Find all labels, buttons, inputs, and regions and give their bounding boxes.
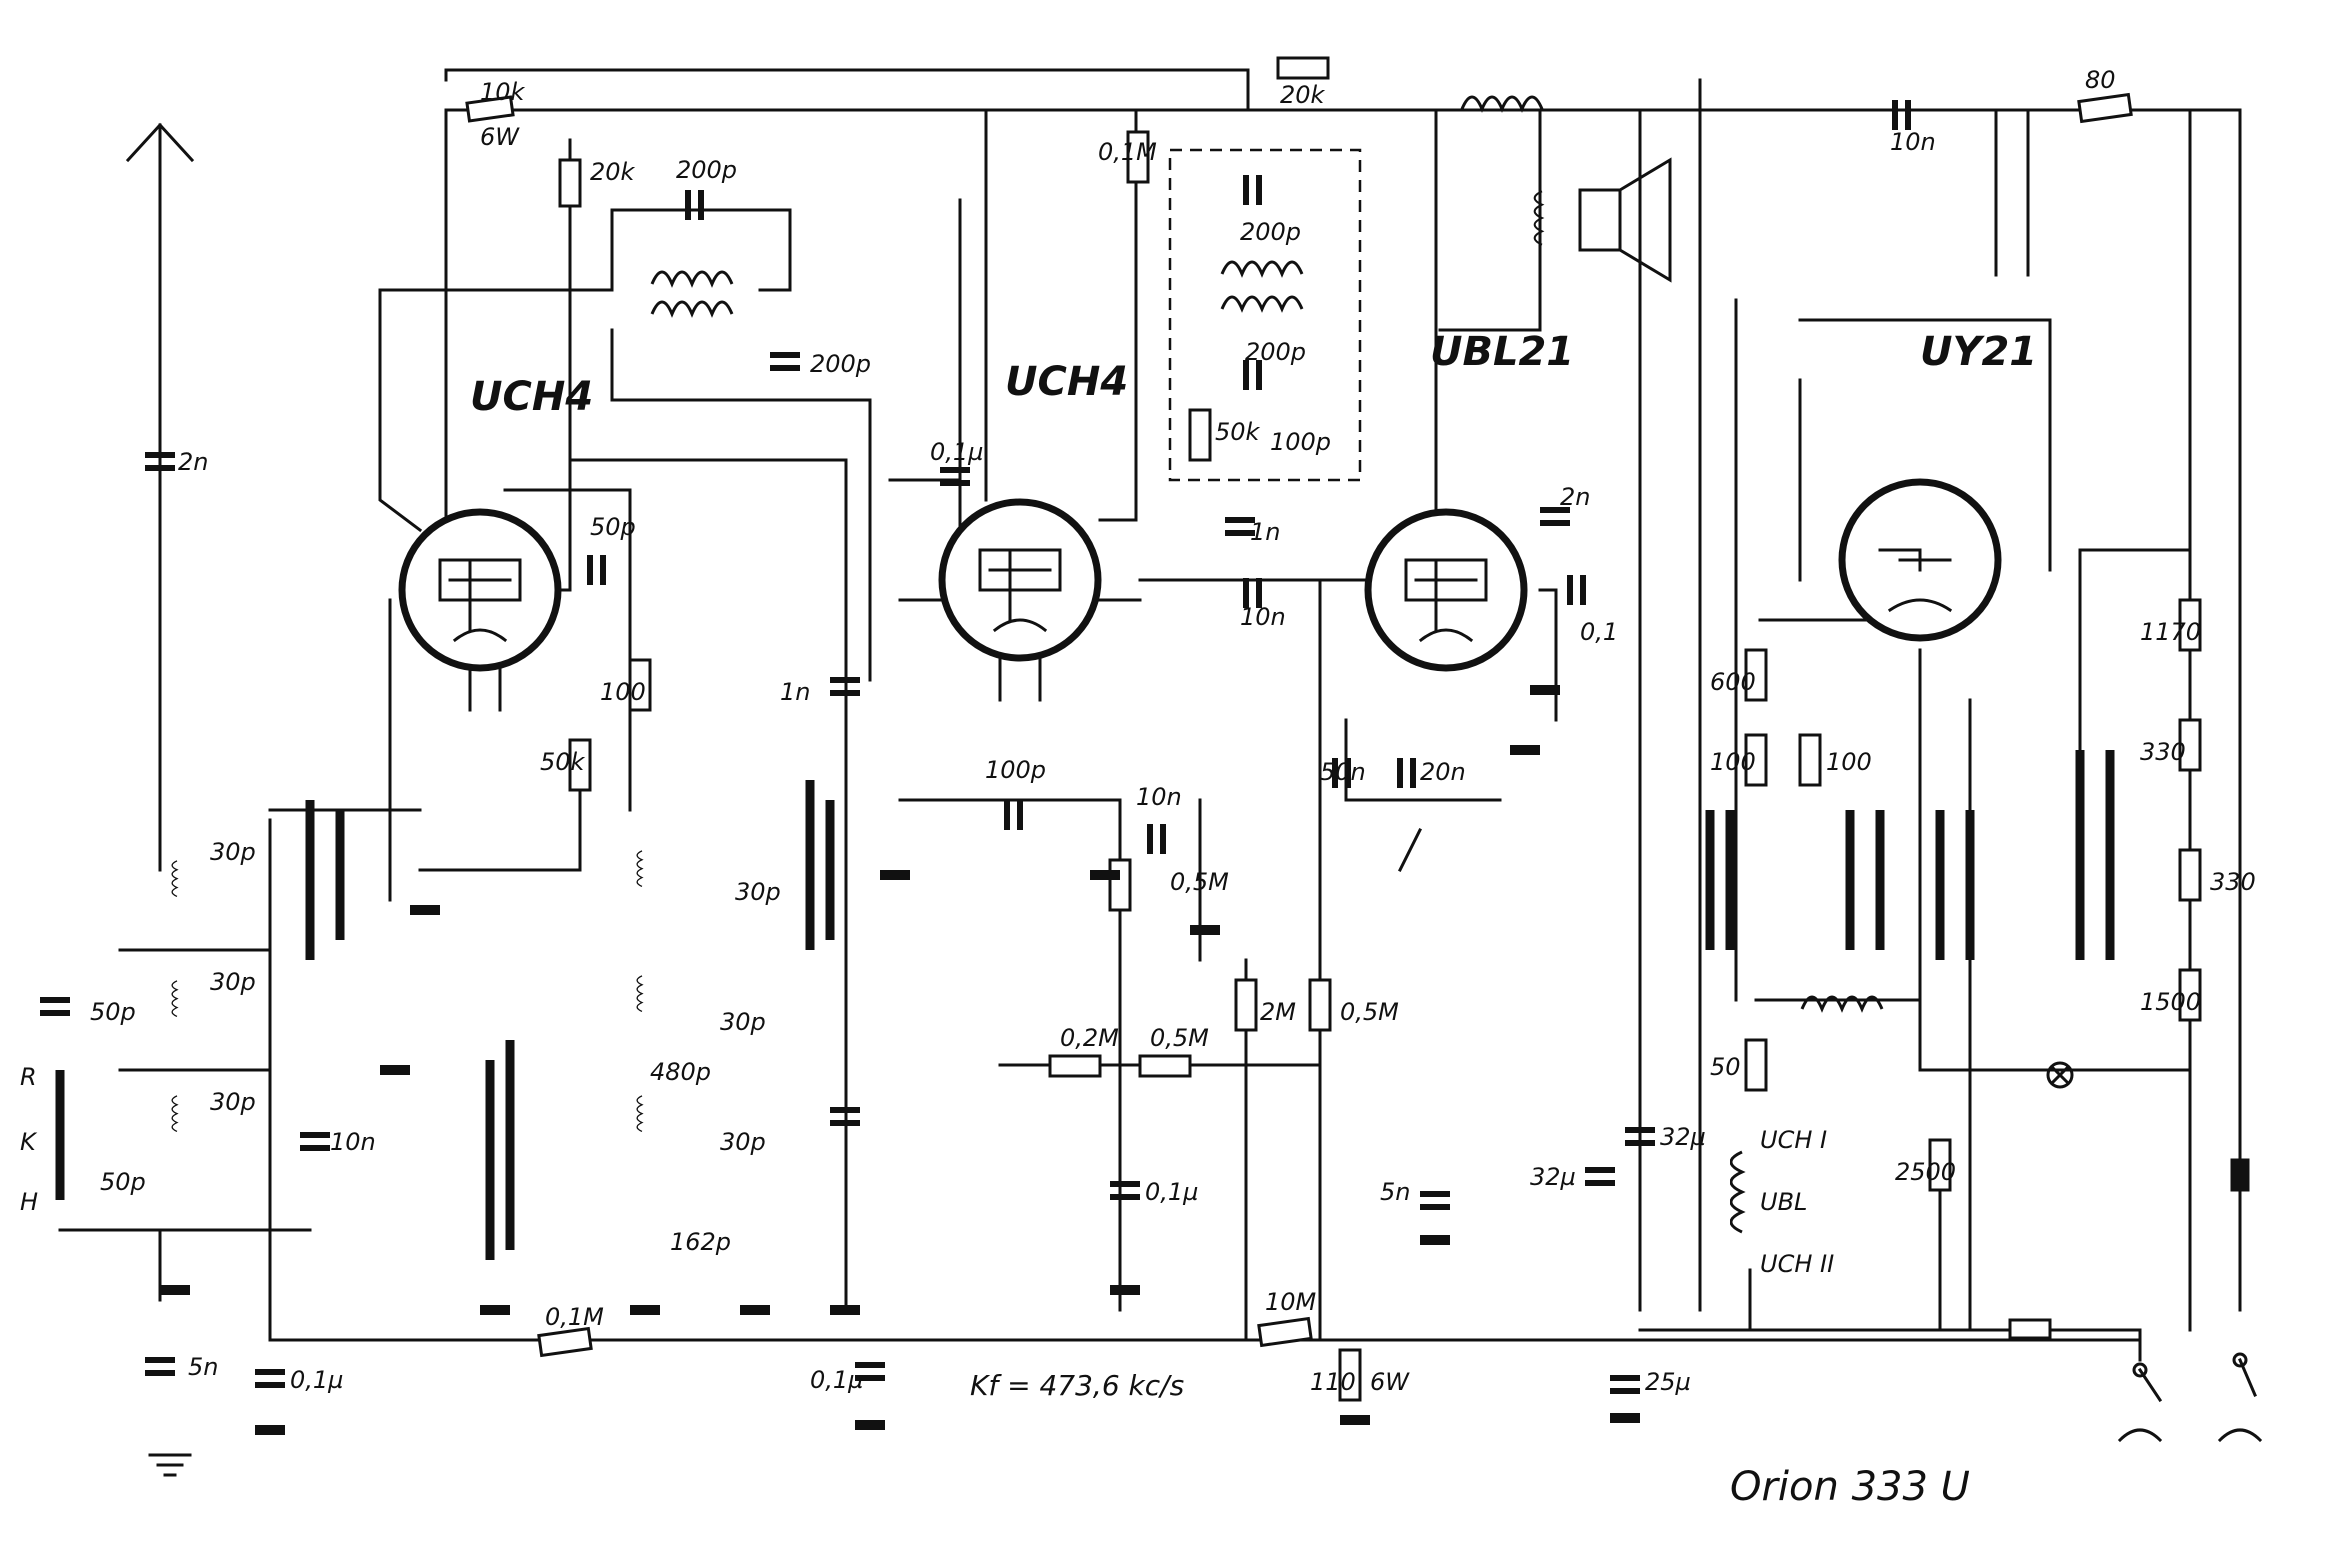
label-c-2n-b: 2n [1560, 483, 1590, 511]
label-c-5n-b: 5n [1380, 1178, 1410, 1206]
label-c-10n-d: 10n [1890, 128, 1936, 156]
mains-switches [2046, 1061, 2263, 1443]
pilot-lamp-icon [2046, 1061, 2074, 1089]
label-c-0u1-b: 0,1µ [810, 1366, 863, 1394]
schematic-title: Orion 333 U [1730, 1464, 1970, 1510]
label-c-10n-a: 10n [330, 1128, 376, 1156]
label-c-200p-d: 200p [1245, 338, 1306, 366]
label-c-32u-a: 32µ [1530, 1163, 1576, 1191]
label-c-0u1-d: 0,1 [1580, 618, 1618, 646]
label-c-30p-e: 30p [720, 1008, 766, 1036]
label-c-0u1-c: 0,1µ [1145, 1178, 1198, 1206]
label-r-6w-b: 6W [1370, 1368, 1410, 1396]
switch-label-r: R [20, 1063, 37, 1091]
label-r-10m: 10M [1265, 1288, 1317, 1316]
label-c-100p-b: 100p [985, 756, 1046, 784]
switch-label-h: H [20, 1188, 38, 1216]
heater-label-1: UCH I [1760, 1126, 1827, 1154]
tube-uch4-second [938, 498, 1102, 662]
switch-label-k: K [20, 1128, 38, 1156]
label-r-1170: 1170 [2140, 618, 2201, 646]
label-r-100-c: 100 [1826, 748, 1872, 776]
heater-label-2: UBL [1760, 1188, 1807, 1216]
label-c-0u1-a: 0,1µ [290, 1366, 343, 1394]
if-frequency-note: Kf = 473,6 kc/s [970, 1369, 1184, 1402]
label-c-1n-b: 1n [1250, 518, 1280, 546]
labels: UCH4 UCH4 UBL21 UY21 10k 6W 20k 20k 0,1M… [20, 66, 2256, 1510]
label-r-20k-a: 20k [590, 158, 636, 186]
heater-label-3: UCH II [1760, 1250, 1834, 1278]
label-c-100p-a: 100p [1270, 428, 1331, 456]
tubes [398, 478, 2002, 712]
label-r-6w-a: 6W [480, 123, 520, 151]
label-r-0m2: 0,2M [1060, 1024, 1119, 1052]
label-c-50p-a: 50p [90, 998, 136, 1026]
label-c-25u: 25µ [1645, 1368, 1691, 1396]
resistors [465, 56, 2250, 1402]
label-r-0m5-vol: 0,5M [1170, 868, 1229, 896]
label-r-0m1-b: 0,1M [545, 1303, 604, 1331]
label-r-50: 50 [1710, 1053, 1741, 1081]
label-c-30p-a: 30p [210, 838, 256, 866]
wiring [58, 68, 2242, 1362]
label-r-80: 80 [2085, 66, 2116, 94]
label-r-0m5-b: 0,5M [1340, 998, 1399, 1026]
label-c-50n: 50n [1320, 758, 1366, 786]
switch-banks [55, 750, 2115, 1260]
label-r-110: 110 [1310, 1368, 1356, 1396]
speaker-icon [1578, 157, 1672, 283]
label-c-200p-c: 200p [1240, 218, 1301, 246]
tube-uch4-first [398, 508, 562, 672]
label-c-30p-d: 30p [735, 878, 781, 906]
label-r-0m1-a: 0,1M [1098, 138, 1157, 166]
label-c-32u-b: 32µ [1660, 1123, 1706, 1151]
label-r-50k-a: 50k [1215, 418, 1261, 446]
label-r-20k-top: 20k [1280, 81, 1326, 109]
label-r-10k: 10k [480, 78, 526, 106]
label-c-1n-a: 1n [780, 678, 810, 706]
label-c-200p-a: 200p [676, 156, 737, 184]
label-r-330-b: 330 [2210, 868, 2256, 896]
tube-ubl21 [1364, 508, 1528, 672]
label-r-50k-b: 50k [540, 748, 586, 776]
label-c-5n-a: 5n [188, 1353, 218, 1381]
label-c-10n-b: 10n [1240, 603, 1286, 631]
label-r-100-b: 100 [1710, 748, 1756, 776]
label-c-50p-c: 50p [590, 513, 636, 541]
label-c-0u1-grid: 0,1µ [930, 438, 983, 466]
label-r-330-a: 330 [2140, 738, 2186, 766]
label-r-100-a: 100 [600, 678, 646, 706]
label-r-2m: 2M [1260, 998, 1296, 1026]
tube-label-4: UY21 [1920, 329, 2037, 375]
label-c-10n-c: 10n [1136, 783, 1182, 811]
label-r-1500: 1500 [2140, 988, 2201, 1016]
label-c-20n: 20n [1420, 758, 1466, 786]
capacitors [40, 100, 1911, 1394]
label-c-30p-c: 30p [210, 1088, 256, 1116]
tube-label-3: UBL21 [1430, 329, 1574, 375]
label-c-30p-f: 30p [720, 1128, 766, 1156]
grounds [148, 685, 1640, 1477]
label-c-162p: 162p [670, 1228, 731, 1256]
label-c-200p-b: 200p [810, 350, 871, 378]
label-c-50p-b: 50p [100, 1168, 146, 1196]
tube-label-1: UCH4 [470, 374, 593, 420]
coils [170, 97, 1884, 1232]
label-r-0m5-c: 0,5M [1150, 1024, 1209, 1052]
label-c-480p: 480p [650, 1058, 711, 1086]
label-c-30p-b: 30p [210, 968, 256, 996]
label-r-2500: 2500 [1895, 1158, 1956, 1186]
label-c-2n-ant: 2n [178, 448, 208, 476]
tube-label-2: UCH4 [1005, 359, 1128, 405]
label-r-600: 600 [1710, 668, 1756, 696]
